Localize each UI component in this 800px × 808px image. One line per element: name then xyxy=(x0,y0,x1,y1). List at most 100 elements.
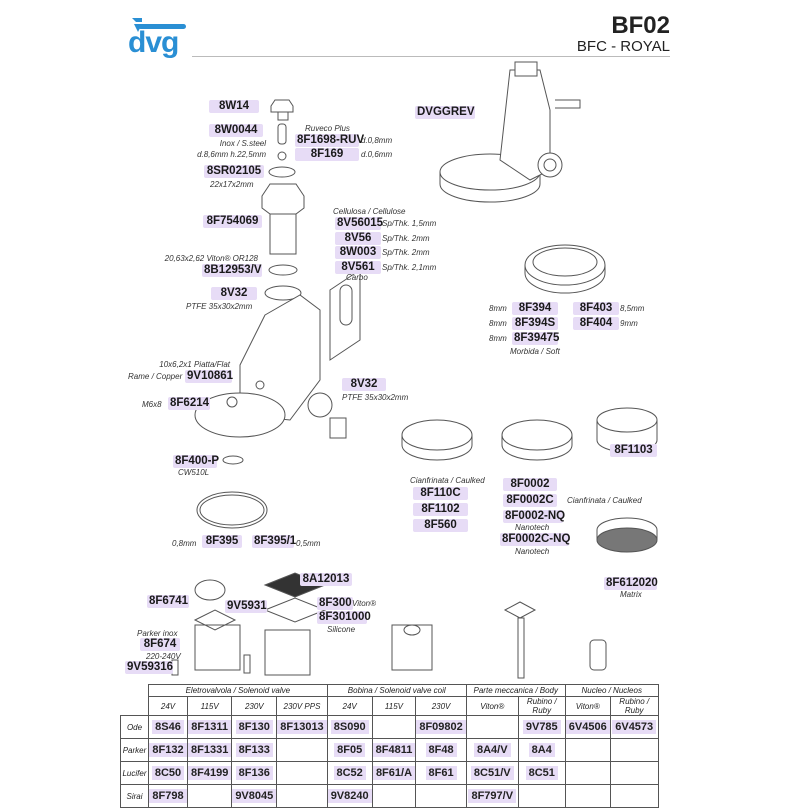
part-9V5931[interactable]: 9V5931 xyxy=(225,600,267,613)
table-cell: 9V785 xyxy=(517,715,566,739)
table-cell: 8F130 xyxy=(231,715,278,739)
part-8F301000[interactable]: 8F301000 xyxy=(317,611,371,624)
part-code[interactable]: 8F4811 xyxy=(372,743,416,757)
part-8W14[interactable]: 8W14 xyxy=(209,100,259,113)
table-cell: 8C51 xyxy=(517,761,566,785)
note: Silicone xyxy=(327,625,356,634)
part-8F1698-RUV[interactable]: 8F1698-RUV xyxy=(295,134,365,147)
table-cell: 8S46 xyxy=(148,715,188,739)
note: Nanotech xyxy=(515,547,550,556)
table-cell: 8F4199 xyxy=(186,761,233,785)
part-code[interactable]: 8A4/V xyxy=(473,743,511,757)
part-code[interactable]: 8F13013 xyxy=(277,720,327,734)
part-8F300[interactable]: 8F300 xyxy=(317,597,353,610)
part-code[interactable]: 8F1311 xyxy=(188,720,231,734)
page-code: BF02 xyxy=(611,12,670,39)
table-cell: 8F1311 xyxy=(186,715,233,739)
part-8F395[interactable]: 8F395 xyxy=(202,535,242,548)
table-cell: 8C51/V xyxy=(465,761,519,785)
group-header: Eletrovalvola / Solenoid valve xyxy=(148,684,328,697)
part-code[interactable]: 8F05 xyxy=(334,743,366,757)
part-8V32[interactable]: 8V32 xyxy=(211,287,257,300)
part-code[interactable]: 8F61 xyxy=(425,766,457,780)
group-header: Parte meccanica / Body xyxy=(465,684,566,697)
part-code[interactable]: 8F130 xyxy=(235,720,273,734)
part-code[interactable]: 8F4199 xyxy=(188,766,232,780)
table-cell: 9V8240 xyxy=(326,784,373,808)
part-8F400-P[interactable]: 8F400-P xyxy=(173,455,220,468)
part-code[interactable]: 8F61/A xyxy=(372,766,416,780)
part-code[interactable]: 6V4573 xyxy=(612,720,657,734)
part-code[interactable]: 8A4 xyxy=(528,743,555,757)
part-code[interactable]: 8C50 xyxy=(151,766,185,780)
part-8F1102[interactable]: 8F1102 xyxy=(413,503,468,516)
part-8F0002C[interactable]: 8F0002C xyxy=(503,494,557,507)
part-8F674[interactable]: 8F674 xyxy=(140,638,180,651)
ring-drawing xyxy=(196,491,268,529)
part-DVGGREV[interactable]: DVGGREV xyxy=(415,106,475,119)
part-8SR02105[interactable]: 8SR02105 xyxy=(204,165,264,178)
part-8F110C[interactable]: 8F110C xyxy=(413,487,468,500)
part-code[interactable]: 8C52 xyxy=(333,766,366,780)
part-code[interactable]: 8F133 xyxy=(235,743,273,757)
part-8A12013[interactable]: 8A12013 xyxy=(300,573,352,586)
part-code[interactable]: 8C51/V xyxy=(470,766,514,780)
note: Ruveco Plus xyxy=(305,124,350,133)
part-code[interactable]: 8C51 xyxy=(525,766,558,780)
part-code[interactable]: 8F132 xyxy=(149,743,187,757)
part-8W003[interactable]: 8W003 xyxy=(335,246,381,259)
note: Sp/Thk. 2mm xyxy=(382,248,430,257)
part-8F0002[interactable]: 8F0002 xyxy=(503,478,557,491)
part-8V56015[interactable]: 8V56015 xyxy=(335,217,384,230)
part-8B12953-V[interactable]: 8B12953/V xyxy=(202,264,262,277)
part-code[interactable]: 6V4506 xyxy=(565,720,610,734)
left-stack-drawing xyxy=(261,99,305,301)
part-code[interactable]: 9V8240 xyxy=(327,789,372,803)
note: 0,8mm xyxy=(172,539,197,548)
part-code[interactable]: 8F48 xyxy=(425,743,457,757)
part-8V561[interactable]: 8V561 xyxy=(335,261,381,274)
part-8F754069[interactable]: 8F754069 xyxy=(203,215,262,228)
part-8F612020[interactable]: 8F612020 xyxy=(604,577,658,590)
part-code[interactable]: 8F1331 xyxy=(188,743,232,757)
note: Sp/Thk. 1,5mm xyxy=(382,219,437,228)
table-cell: 8F1331 xyxy=(186,738,233,762)
table-cell xyxy=(186,784,233,808)
part-8F404[interactable]: 8F404 xyxy=(573,317,619,330)
part-8F394[interactable]: 8F394 xyxy=(512,302,558,315)
part-8F169[interactable]: 8F169 xyxy=(295,148,359,161)
part-8V56[interactable]: 8V56 xyxy=(335,232,381,245)
part-8F394S[interactable]: 8F394S xyxy=(512,317,558,330)
part-8F560[interactable]: 8F560 xyxy=(413,519,468,532)
brand-logo xyxy=(128,14,188,64)
part-9V59316[interactable]: 9V59316 xyxy=(125,661,174,674)
part-code[interactable]: 8F136 xyxy=(235,766,273,780)
part-code[interactable]: 9V8045 xyxy=(232,789,277,803)
valve-body-drawing xyxy=(194,294,347,439)
table-cell xyxy=(517,784,566,808)
part-8F6741[interactable]: 8F6741 xyxy=(147,595,189,608)
part-8F403[interactable]: 8F403 xyxy=(573,302,619,315)
note: d.0,8mm xyxy=(361,136,393,145)
part-8F1103[interactable]: 8F1103 xyxy=(610,444,657,457)
part-code[interactable]: 8S46 xyxy=(152,720,184,734)
sub-header: 230V xyxy=(415,696,467,716)
part-code[interactable]: 9V785 xyxy=(522,720,561,734)
table-cell xyxy=(276,784,328,808)
part-8V32-b[interactable]: 8V32 xyxy=(342,378,386,391)
part-code[interactable]: 8F09802 xyxy=(416,720,466,734)
part-8F395-1[interactable]: 8F395/1 xyxy=(252,535,297,548)
part-code[interactable]: 8F797/V xyxy=(468,789,517,803)
note: 8mm xyxy=(489,304,507,313)
part-8F0002C-NQ[interactable]: 8F0002C-NQ xyxy=(500,533,571,546)
table-cell xyxy=(276,761,328,785)
part-8W0044[interactable]: 8W0044 xyxy=(209,124,263,137)
part-8F0002-NQ[interactable]: 8F0002-NQ xyxy=(503,510,566,523)
part-code[interactable]: 8F798 xyxy=(149,789,187,803)
part-code[interactable]: 8S090 xyxy=(330,720,369,734)
part-9V10861[interactable]: 9V10861 xyxy=(185,370,234,383)
note: Parker inox xyxy=(137,629,178,638)
part-8F39475[interactable]: 8F39475 xyxy=(512,332,560,345)
part-8F6214[interactable]: 8F6214 xyxy=(168,397,210,410)
